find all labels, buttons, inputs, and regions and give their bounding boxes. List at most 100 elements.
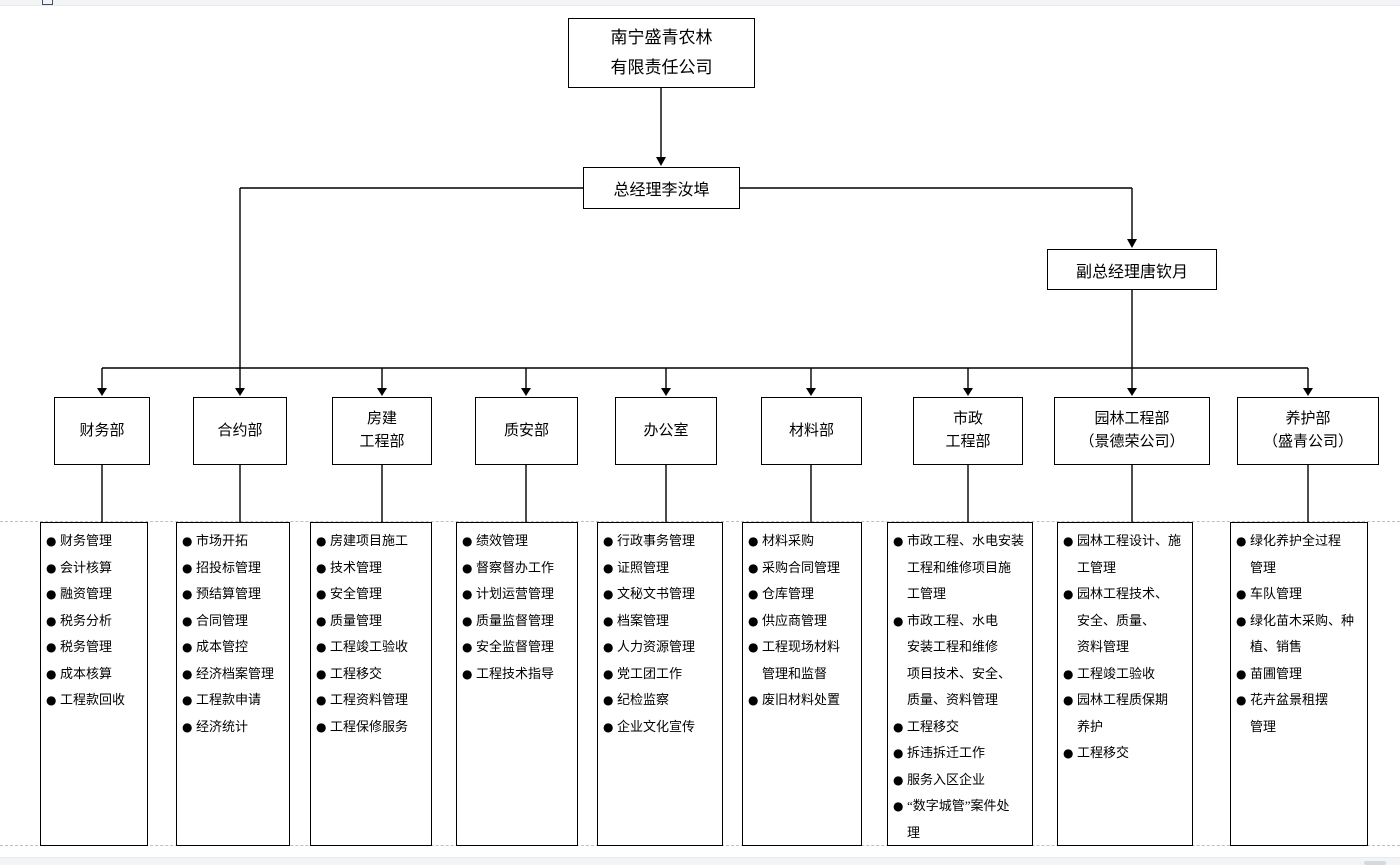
- duty-list-landscape-eng: ●园林工程设计、施 工管理●园林工程技术、 安全、质量、 资料管理●工程竣工验收…: [1057, 522, 1193, 846]
- duty-item: ●仓库管理: [748, 581, 859, 608]
- bullet-icon: ●: [316, 666, 327, 681]
- duty-text: 行政事务管理: [617, 533, 696, 548]
- duty-item: ●工程竣工验收: [1063, 661, 1190, 688]
- duty-item: ●供应商管理: [748, 608, 859, 635]
- duty-text: 苗圃管理: [1250, 665, 1303, 681]
- duty-text: 工程移交: [907, 718, 960, 734]
- dept-box-materials: 材料部: [761, 397, 862, 465]
- duty-text: 合同管理: [196, 612, 249, 628]
- duty-text: 安全监督管理: [476, 639, 555, 654]
- duty-item: ●督察督办工作: [462, 555, 575, 582]
- duty-text: 工程资料管理: [330, 692, 409, 707]
- bullet-icon: ●: [46, 587, 57, 601]
- duty-item: ●税务管理: [46, 634, 145, 661]
- bullet-icon: ●: [1236, 613, 1247, 628]
- bullet-icon: ●: [182, 693, 193, 707]
- duty-item: ●拆违拆迁工作: [893, 740, 1030, 767]
- bullet-icon: ●: [462, 640, 473, 654]
- bullet-icon: ●: [893, 772, 904, 787]
- duty-text: 废旧材料处置: [762, 692, 841, 707]
- bullet-icon: ●: [462, 560, 473, 575]
- bullet-icon: ●: [182, 587, 193, 601]
- duty-list-finance: ●财务管理●会计核算●融资管理●税务分析●税务管理●成本核算●工程款回收: [40, 522, 148, 846]
- bullet-icon: ●: [603, 719, 614, 734]
- duty-item: ●市场开拓: [182, 528, 287, 555]
- duty-text: 质量监督管理: [476, 612, 555, 628]
- duty-text: 税务管理: [60, 639, 113, 654]
- duty-item: ●纪检监察: [603, 687, 720, 714]
- bullet-icon: ●: [1063, 746, 1074, 760]
- duty-text: 企业文化宣传: [617, 718, 696, 734]
- duty-item: ●园林工程质保期 养护: [1063, 687, 1190, 740]
- duty-text: 市政工程、水电 安装工程和维修 项目技术、安全、 质量、资料管理: [907, 612, 1012, 708]
- bullet-icon: ●: [182, 640, 193, 654]
- bullet-icon: ●: [46, 693, 57, 707]
- duty-item: ●安全监督管理: [462, 634, 575, 661]
- deputy-general-manager-box: 副总经理唐钦月: [1047, 249, 1217, 290]
- bullet-icon: ●: [316, 719, 327, 734]
- bullet-icon: ●: [603, 587, 614, 601]
- duty-item: ●车队管理: [1236, 581, 1365, 608]
- duty-text: 供应商管理: [762, 612, 828, 628]
- duty-item: ●工程保修服务: [316, 714, 429, 741]
- duty-text: 房建项目施工: [330, 533, 409, 548]
- duty-text: 市场开拓: [196, 533, 249, 548]
- duty-text: 服务入区企业: [907, 771, 986, 787]
- duty-text: 招投标管理: [196, 559, 262, 575]
- bullet-icon: ●: [1063, 666, 1074, 681]
- duty-list-contract: ●市场开拓●招投标管理●预结算管理●合同管理●成本管控●经济档案管理●工程款申请…: [176, 522, 290, 846]
- bullet-icon: ●: [182, 613, 193, 628]
- duty-item: ●工程移交: [1063, 740, 1190, 767]
- dept-box-contract: 合约部: [193, 397, 287, 465]
- bullet-icon: ●: [182, 560, 193, 575]
- duty-item: ●工程技术指导: [462, 661, 575, 688]
- bullet-icon: ●: [1236, 587, 1247, 601]
- bullet-icon: ●: [893, 746, 904, 760]
- dept-box-quality-safety: 质安部: [475, 397, 578, 465]
- duty-text: 证照管理: [617, 559, 670, 575]
- duty-item: ●工程现场材料 管理和监督: [748, 634, 859, 687]
- bullet-icon: ●: [46, 613, 57, 628]
- bullet-icon: ●: [462, 666, 473, 681]
- dept-box-landscape-eng: 园林工程部 （景德荣公司）: [1054, 397, 1210, 465]
- horizontal-scrollbar-thumb[interactable]: [1364, 861, 1386, 865]
- duty-item: ●预结算管理: [182, 581, 287, 608]
- duty-list-office: ●行政事务管理●证照管理●文秘文书管理●档案管理●人力资源管理●党工团工作●纪检…: [597, 522, 723, 846]
- bullet-icon: ●: [603, 534, 614, 548]
- bullet-icon: ●: [893, 799, 904, 813]
- duty-text: 工程移交: [330, 665, 383, 681]
- duty-text: 园林工程技术、 安全、质量、 资料管理: [1077, 586, 1169, 654]
- duty-text: 经济统计: [196, 718, 249, 734]
- toolbar-button-icon[interactable]: [42, 0, 53, 5]
- duty-text: 党工团工作: [617, 665, 683, 681]
- bullet-icon: ●: [893, 719, 904, 734]
- duty-text: 园林工程质保期 养护: [1077, 692, 1169, 734]
- bullet-icon: ●: [182, 719, 193, 734]
- bullet-icon: ●: [893, 613, 904, 628]
- duty-text: 花卉盆景租摆 管理: [1250, 692, 1329, 734]
- bottom-scrollbar-strip: [0, 857, 1400, 865]
- duty-text: 绿化养护全过程 管理: [1250, 533, 1342, 575]
- bullet-icon: ●: [1236, 693, 1247, 707]
- duty-item: ●材料采购: [748, 528, 859, 555]
- duty-text: 工程现场材料 管理和监督: [762, 639, 841, 681]
- bullet-icon: ●: [316, 613, 327, 628]
- duty-item: ●市政工程、水电安装 工程和维修项目施 工管理: [893, 528, 1030, 608]
- duty-item: ●市政工程、水电 安装工程和维修 项目技术、安全、 质量、资料管理: [893, 608, 1030, 714]
- duty-item: ●行政事务管理: [603, 528, 720, 555]
- duty-text: 材料采购: [762, 533, 815, 548]
- duty-list-building-eng: ●房建项目施工●技术管理●安全管理●质量管理●工程竣工验收●工程移交●工程资料管…: [310, 522, 432, 846]
- duty-text: 安全管理: [330, 586, 383, 601]
- duty-item: ●党工团工作: [603, 661, 720, 688]
- duty-item: ●花卉盆景租摆 管理: [1236, 687, 1365, 740]
- bullet-icon: ●: [603, 613, 614, 628]
- dept-box-maintenance: 养护部 （盛青公司）: [1237, 397, 1379, 465]
- duty-text: 会计核算: [60, 559, 113, 575]
- duty-item: ●会计核算: [46, 555, 145, 582]
- dept-box-office: 办公室: [615, 397, 717, 465]
- bullet-icon: ●: [748, 534, 759, 548]
- duty-item: ●融资管理: [46, 581, 145, 608]
- duty-text: 技术管理: [330, 559, 383, 575]
- duty-text: 计划运营管理: [476, 586, 555, 601]
- bullet-icon: ●: [316, 693, 327, 707]
